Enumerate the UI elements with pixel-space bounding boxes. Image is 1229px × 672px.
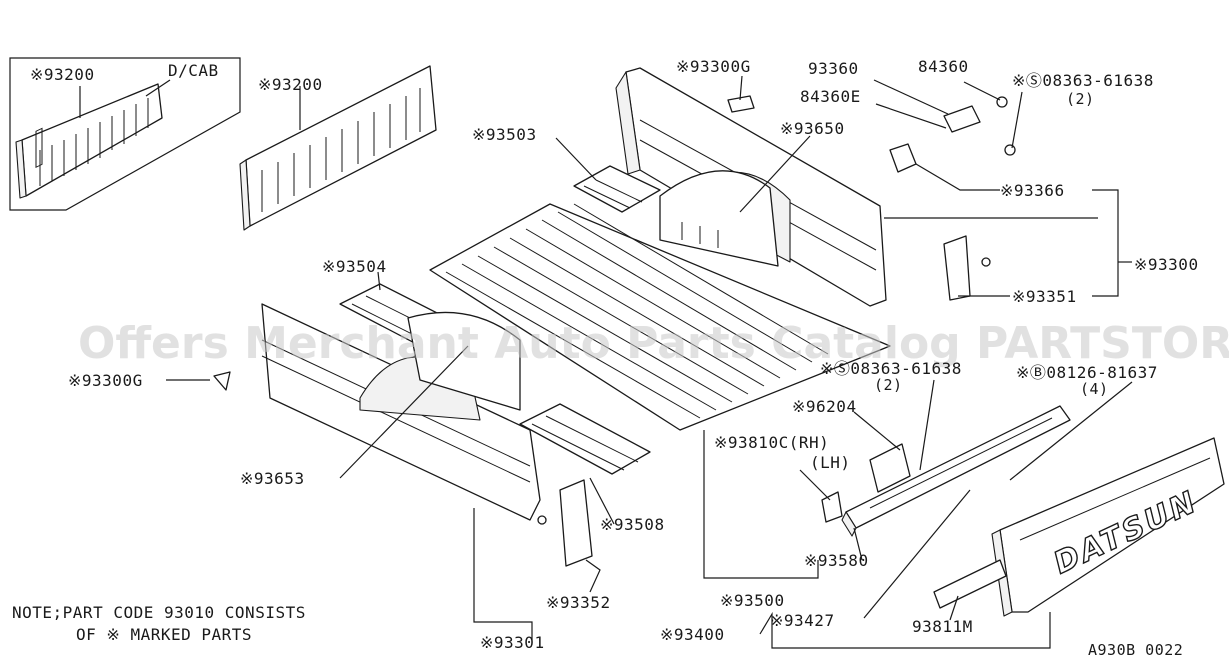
label-93810c-lh: (LH) bbox=[810, 453, 851, 472]
label-08126-qty: (4) bbox=[1080, 380, 1109, 398]
hinge-bracket[interactable] bbox=[943, 96, 1016, 156]
label-93300g-left[interactable]: ※93300G bbox=[68, 371, 143, 390]
inset-frame bbox=[9, 57, 241, 211]
tail-hinge-lh[interactable] bbox=[821, 491, 843, 523]
label-93427[interactable]: ※93427 bbox=[770, 611, 835, 630]
label-93811m[interactable]: 93811M bbox=[912, 617, 973, 636]
label-08363-mid[interactable]: ※Ⓢ08363-61638 bbox=[820, 359, 962, 378]
rear-sill[interactable] bbox=[841, 405, 1071, 537]
label-93504[interactable]: ※93504 bbox=[322, 257, 387, 276]
label-93503[interactable]: ※93503 bbox=[472, 125, 537, 144]
label-93500[interactable]: ※93500 bbox=[720, 591, 785, 610]
tail-hinge-rh[interactable] bbox=[869, 443, 911, 493]
label-08363-top[interactable]: ※Ⓢ08363-61638 bbox=[1012, 71, 1154, 90]
watermark: Offers Merchant Auto Parts Catalog PARTS… bbox=[78, 318, 1229, 369]
note-line-1: NOTE;PART CODE 93010 CONSISTS bbox=[12, 603, 306, 622]
corner-bracket-rh[interactable] bbox=[943, 235, 991, 301]
label-93300[interactable]: ※93300 bbox=[1134, 255, 1199, 274]
front-panel[interactable] bbox=[239, 65, 437, 231]
label-93653[interactable]: ※93653 bbox=[240, 469, 305, 488]
cross-member-rear[interactable] bbox=[519, 403, 651, 475]
label-08363-top-qty: (2) bbox=[1066, 90, 1095, 108]
label-93508[interactable]: ※93508 bbox=[600, 515, 665, 534]
bed-floor[interactable] bbox=[429, 203, 891, 431]
label-93400[interactable]: ※93400 bbox=[660, 625, 725, 644]
label-93366[interactable]: ※93366 bbox=[1000, 181, 1065, 200]
leader-lines bbox=[79, 75, 1133, 649]
label-84360[interactable]: 84360 bbox=[918, 57, 969, 76]
label-96204[interactable]: ※96204 bbox=[792, 397, 857, 416]
stake-pocket[interactable] bbox=[889, 143, 917, 173]
label-93810c-rh[interactable]: ※93810C(RH) bbox=[714, 433, 829, 452]
label-93200-dcab[interactable]: ※93200 bbox=[30, 65, 95, 84]
label-93301[interactable]: ※93301 bbox=[480, 633, 545, 652]
side-panel-lh[interactable] bbox=[261, 303, 541, 521]
label-93351[interactable]: ※93351 bbox=[1012, 287, 1077, 306]
tailgate-handle[interactable] bbox=[933, 559, 1007, 609]
diagram-code: A930B 0022 bbox=[1088, 641, 1183, 659]
label-93580[interactable]: ※93580 bbox=[804, 551, 869, 570]
cross-member-front[interactable] bbox=[573, 165, 661, 213]
hook-left[interactable] bbox=[213, 371, 231, 391]
label-93360[interactable]: 93360 bbox=[808, 59, 859, 78]
callout-labels: ※93200 D/CAB ※93200 ※93300G 93360 84360 … bbox=[30, 57, 1199, 652]
corner-bracket-lh[interactable] bbox=[537, 479, 593, 567]
note-line-2: OF ※ MARKED PARTS bbox=[76, 625, 252, 644]
wheel-house-rh[interactable] bbox=[659, 170, 779, 267]
label-dcab: D/CAB bbox=[168, 61, 219, 80]
label-93200[interactable]: ※93200 bbox=[258, 75, 323, 94]
label-08363-mid-qty: (2) bbox=[874, 376, 903, 394]
label-84360e[interactable]: 84360E bbox=[800, 87, 861, 106]
label-93352[interactable]: ※93352 bbox=[546, 593, 611, 612]
label-93650[interactable]: ※93650 bbox=[780, 119, 845, 138]
label-08126[interactable]: ※Ⓑ08126-81637 bbox=[1016, 363, 1158, 382]
label-93300g-top[interactable]: ※93300G bbox=[676, 57, 751, 76]
hook-top[interactable] bbox=[727, 95, 755, 113]
tailgate[interactable]: DATSUN bbox=[991, 437, 1225, 617]
dcab-inset bbox=[9, 57, 241, 211]
front-panel-dcab[interactable] bbox=[15, 83, 163, 199]
